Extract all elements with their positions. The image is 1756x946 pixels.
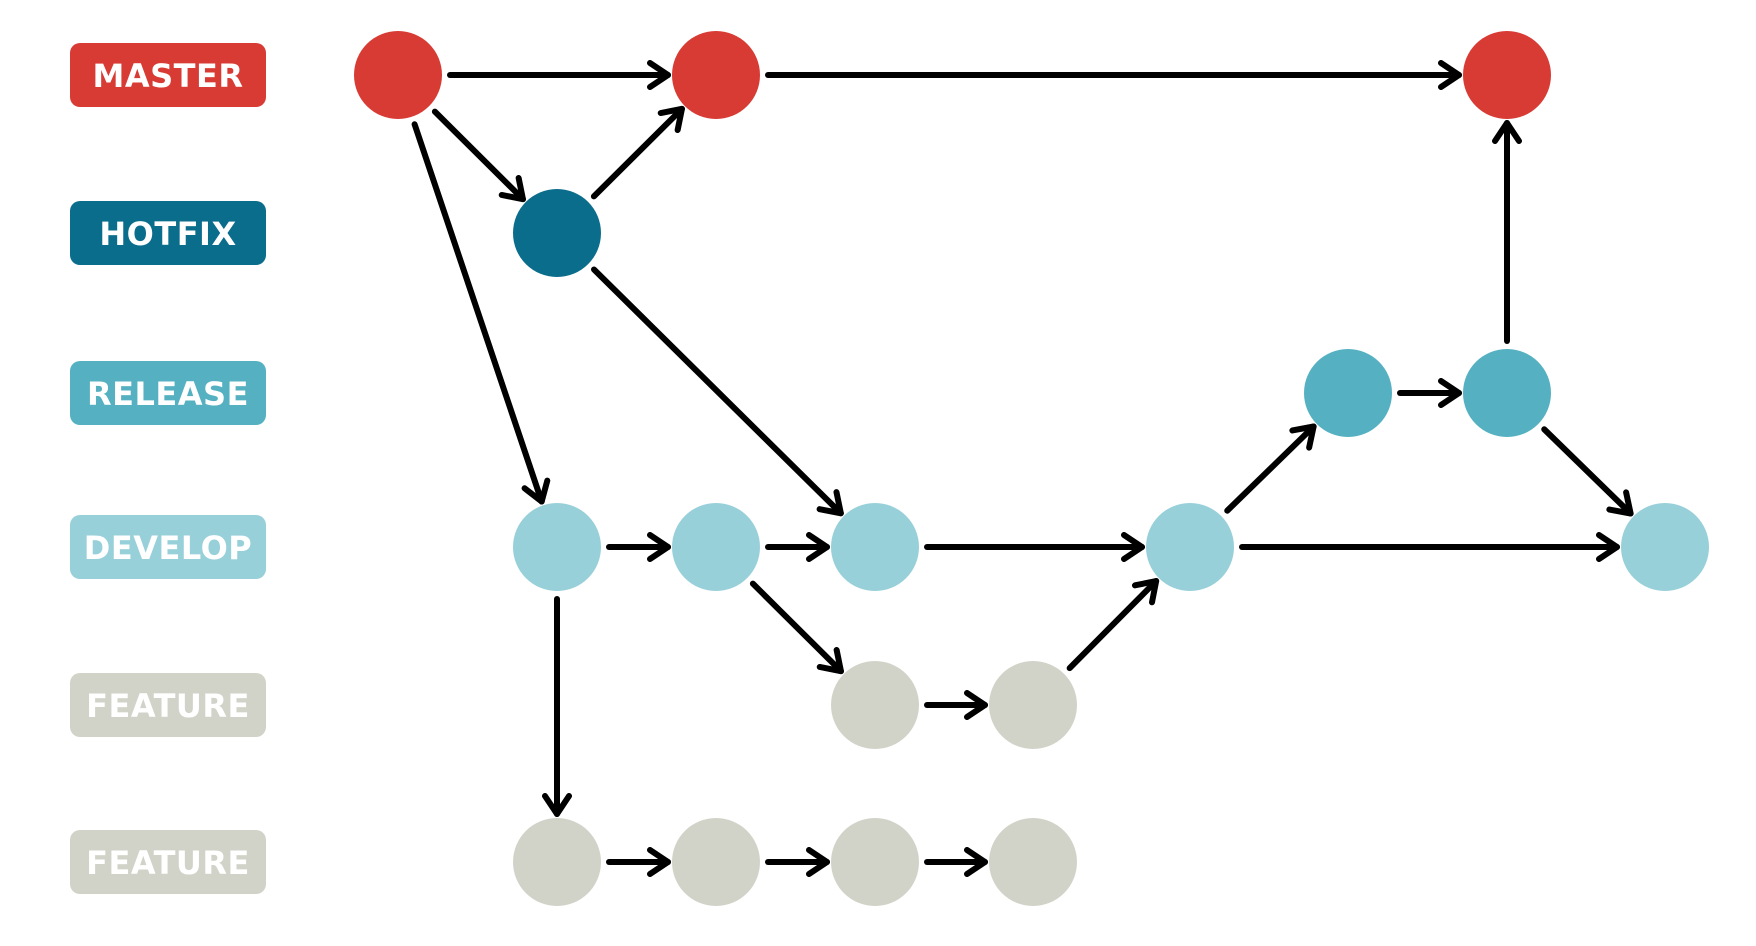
branch-label-badge [70, 361, 266, 425]
commit-node-d5 [1621, 503, 1709, 591]
commit-node-d3 [831, 503, 919, 591]
edge-d2-to-fa1 [749, 580, 844, 675]
branch-label-badge [70, 515, 266, 579]
branch-label-badge [70, 201, 266, 265]
commit-node-d2 [672, 503, 760, 591]
commit-node-fb2 [672, 818, 760, 906]
branch-label-feature2: FEATURE [70, 830, 266, 894]
commit-node-d1 [513, 503, 601, 591]
edge-r2-to-d5 [1541, 426, 1634, 517]
branch-label-text: DEVELOP [84, 529, 252, 567]
edge-h1-to-d3 [591, 266, 844, 517]
commit-node-fa1 [831, 661, 919, 749]
branch-label-release: RELEASE [70, 361, 266, 425]
edge-h1-to-m2 [590, 105, 685, 200]
branch-label-hotfix: HOTFIX [70, 201, 266, 265]
edge-d4-to-r1 [1224, 423, 1317, 514]
edge-fa2-to-d4 [1066, 578, 1160, 672]
commit-node-m1 [354, 31, 442, 119]
branch-label-text: FEATURE [86, 687, 250, 725]
commit-node-fa2 [989, 661, 1077, 749]
branch-label-badge [70, 830, 266, 894]
branch-label-develop: DEVELOP [70, 515, 266, 579]
branch-label-text: FEATURE [86, 844, 250, 882]
commit-node-r1 [1304, 349, 1392, 437]
branch-label-text: RELEASE [87, 375, 249, 413]
branch-label-text: HOTFIX [99, 215, 236, 253]
branch-label-master: MASTER [70, 43, 266, 107]
commit-nodes [354, 31, 1709, 906]
commit-node-h1 [513, 189, 601, 277]
branch-label-badge [70, 43, 266, 107]
commit-node-r2 [1463, 349, 1551, 437]
commit-node-fb3 [831, 818, 919, 906]
commit-node-d4 [1146, 503, 1234, 591]
branch-label-text: MASTER [93, 57, 244, 95]
commit-node-fb4 [989, 818, 1077, 906]
branch-label-badge [70, 673, 266, 737]
commit-node-m3 [1463, 31, 1551, 119]
edge-m1-to-d1 [411, 121, 551, 505]
commit-node-m2 [672, 31, 760, 119]
branch-labels: MASTER HOTFIX RELEASE DEVELOP FEATURE FEATURE [70, 43, 266, 894]
edge-m1-to-h1 [431, 108, 526, 203]
commit-edges [411, 60, 1634, 877]
branch-label-feature1: FEATURE [70, 673, 266, 737]
commit-node-fb1 [513, 818, 601, 906]
